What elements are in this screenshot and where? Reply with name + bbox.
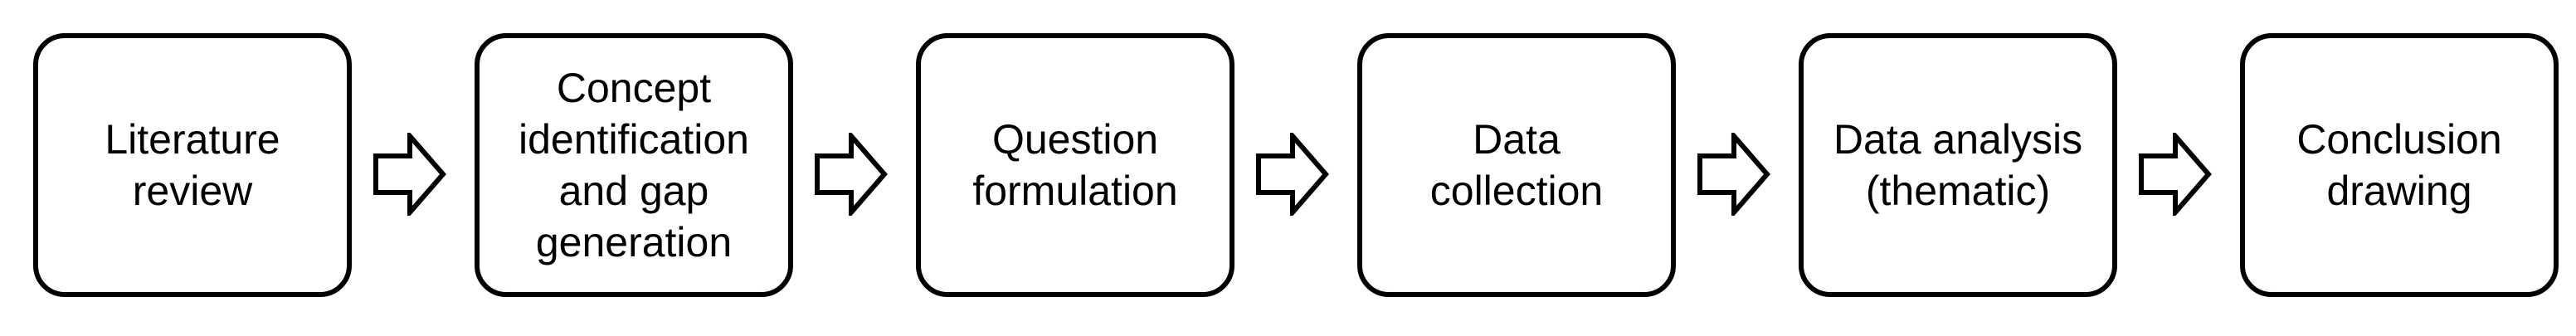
step-label: Data collection	[1429, 116, 1604, 214]
step-conclusion-drawing: Conclusion drawing	[2240, 33, 2559, 297]
step-label: Data analysis (thematic)	[1833, 116, 2083, 214]
step-concept-identification: Concept identification and gap generatio…	[475, 33, 793, 297]
right-arrow-icon	[1697, 133, 1770, 216]
right-arrow-icon	[1256, 133, 1329, 216]
right-arrow-icon	[373, 133, 446, 216]
step-label: Question formulation	[972, 116, 1178, 214]
step-data-collection: Data collection	[1357, 33, 1676, 297]
step-label: Literature review	[105, 116, 280, 214]
step-question-formulation: Question formulation	[916, 33, 1234, 297]
right-arrow-icon	[815, 133, 888, 216]
step-literature-review: Literature review	[33, 33, 352, 297]
step-label: Conclusion drawing	[2296, 116, 2502, 214]
step-data-analysis: Data analysis (thematic)	[1799, 33, 2117, 297]
step-label: Concept identification and gap generatio…	[519, 65, 749, 265]
right-arrow-icon	[2139, 133, 2212, 216]
